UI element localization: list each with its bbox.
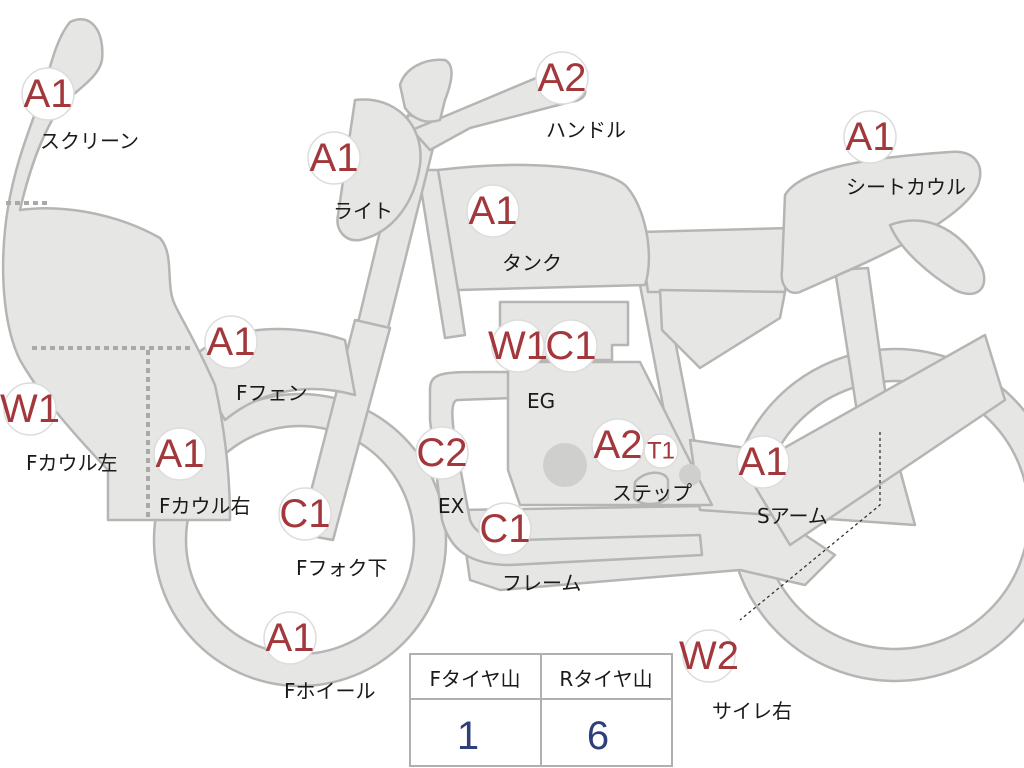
headlight xyxy=(336,98,422,242)
front-tire-header: Fタイヤ山 xyxy=(430,667,521,691)
part-f-cowl-right: A1 Fカウル右 xyxy=(153,427,251,518)
part-handle: A2 ハンドル xyxy=(535,51,626,142)
svg-text:A2: A2 xyxy=(538,56,587,100)
grade-badge: W1 xyxy=(488,319,548,373)
part-f-cowl-left: W1 Fカウル左 xyxy=(0,382,118,475)
exhaust-pipe xyxy=(428,370,704,567)
rear-tire-header: Rタイヤ山 xyxy=(559,667,652,691)
svg-text:C2: C2 xyxy=(416,431,467,475)
part-label: Fフォク下 xyxy=(296,556,388,580)
grade-badge: A1 xyxy=(736,435,790,489)
part-label: タンク xyxy=(502,251,562,275)
grade-badge: W2 xyxy=(679,629,739,683)
part-label: Fカウル右 xyxy=(159,494,251,518)
part-label: シートカウル xyxy=(846,175,966,199)
front-cowl xyxy=(1,18,232,522)
grade-badge: A1 xyxy=(307,131,361,185)
part-label: Fカウル左 xyxy=(26,451,118,475)
part-exhaust: C2 EX xyxy=(415,426,469,518)
part-label: ライト xyxy=(333,199,393,223)
seat-cowl-shape xyxy=(780,150,986,296)
part-label: EG xyxy=(527,389,555,413)
svg-text:A1: A1 xyxy=(156,432,205,476)
svg-text:W2: W2 xyxy=(679,634,739,678)
part-swing-arm: A1 Sアーム xyxy=(736,435,828,528)
part-silencer-right: W2 サイレ右 xyxy=(679,629,792,723)
grade-badge: T1 xyxy=(643,433,679,469)
svg-text:C1: C1 xyxy=(545,324,596,368)
svg-text:T1: T1 xyxy=(647,438,675,465)
grade-badge: C1 xyxy=(278,487,332,541)
grade-badge: A1 xyxy=(466,184,520,238)
part-label: スクリーン xyxy=(40,129,139,153)
part-label: Sアーム xyxy=(757,504,828,528)
grade-badge: A1 xyxy=(21,67,75,121)
svg-text:A1: A1 xyxy=(266,616,315,660)
svg-text:A1: A1 xyxy=(739,440,788,484)
grade-badge: C1 xyxy=(544,319,598,373)
silencer-leader xyxy=(739,432,881,621)
grade-badge: A2 xyxy=(535,51,589,105)
part-label: Fホイール xyxy=(284,679,376,703)
part-seat-cowl: A1 シートカウル xyxy=(843,110,966,199)
svg-text:A1: A1 xyxy=(469,189,518,233)
grade-badge: A1 xyxy=(204,315,258,369)
tire-tread-table: Fタイヤ山 Rタイヤ山 1 6 xyxy=(409,653,673,767)
part-light: A1 ライト xyxy=(307,131,393,223)
part-step: A2 T1 ステップ xyxy=(591,418,692,505)
front-wheel xyxy=(152,392,448,688)
part-f-wheel: A1 Fホイール xyxy=(263,611,376,703)
front-tire-value: 1 xyxy=(457,714,479,758)
part-label: Fフェン xyxy=(236,381,308,405)
svg-text:A1: A1 xyxy=(310,136,359,180)
svg-text:A1: A1 xyxy=(24,72,73,116)
grade-badge: W1 xyxy=(0,382,60,436)
step-peg xyxy=(632,471,670,506)
svg-text:A1: A1 xyxy=(207,320,256,364)
svg-text:A1: A1 xyxy=(846,115,895,159)
part-label: EX xyxy=(438,494,465,518)
part-tank: A1 タンク xyxy=(466,184,562,275)
svg-text:C1: C1 xyxy=(479,507,530,551)
svg-text:A2: A2 xyxy=(594,423,643,467)
part-label: フレーム xyxy=(502,571,581,595)
svg-text:C1: C1 xyxy=(279,492,330,536)
part-label: サイレ右 xyxy=(712,699,792,723)
part-f-fork-lower: C1 Fフォク下 xyxy=(278,487,388,580)
part-engine: W1 C1 EG xyxy=(488,319,598,413)
part-screen: A1 スクリーン xyxy=(21,67,139,153)
grade-badge: C2 xyxy=(415,426,469,480)
svg-text:W1: W1 xyxy=(488,324,548,368)
grade-badge: A2 xyxy=(591,418,645,472)
rear-tire-value: 6 xyxy=(587,714,609,758)
grade-badge: A1 xyxy=(843,110,897,164)
part-label: ハンドル xyxy=(546,118,626,142)
part-label: ステップ xyxy=(612,481,692,505)
part-f-fender: A1 Fフェン xyxy=(204,315,308,405)
part-frame: C1 フレーム xyxy=(478,502,581,595)
svg-text:W1: W1 xyxy=(0,387,60,431)
grade-badge: A1 xyxy=(263,611,317,665)
grade-badge: A1 xyxy=(153,427,207,481)
grade-badge: C1 xyxy=(478,502,532,556)
